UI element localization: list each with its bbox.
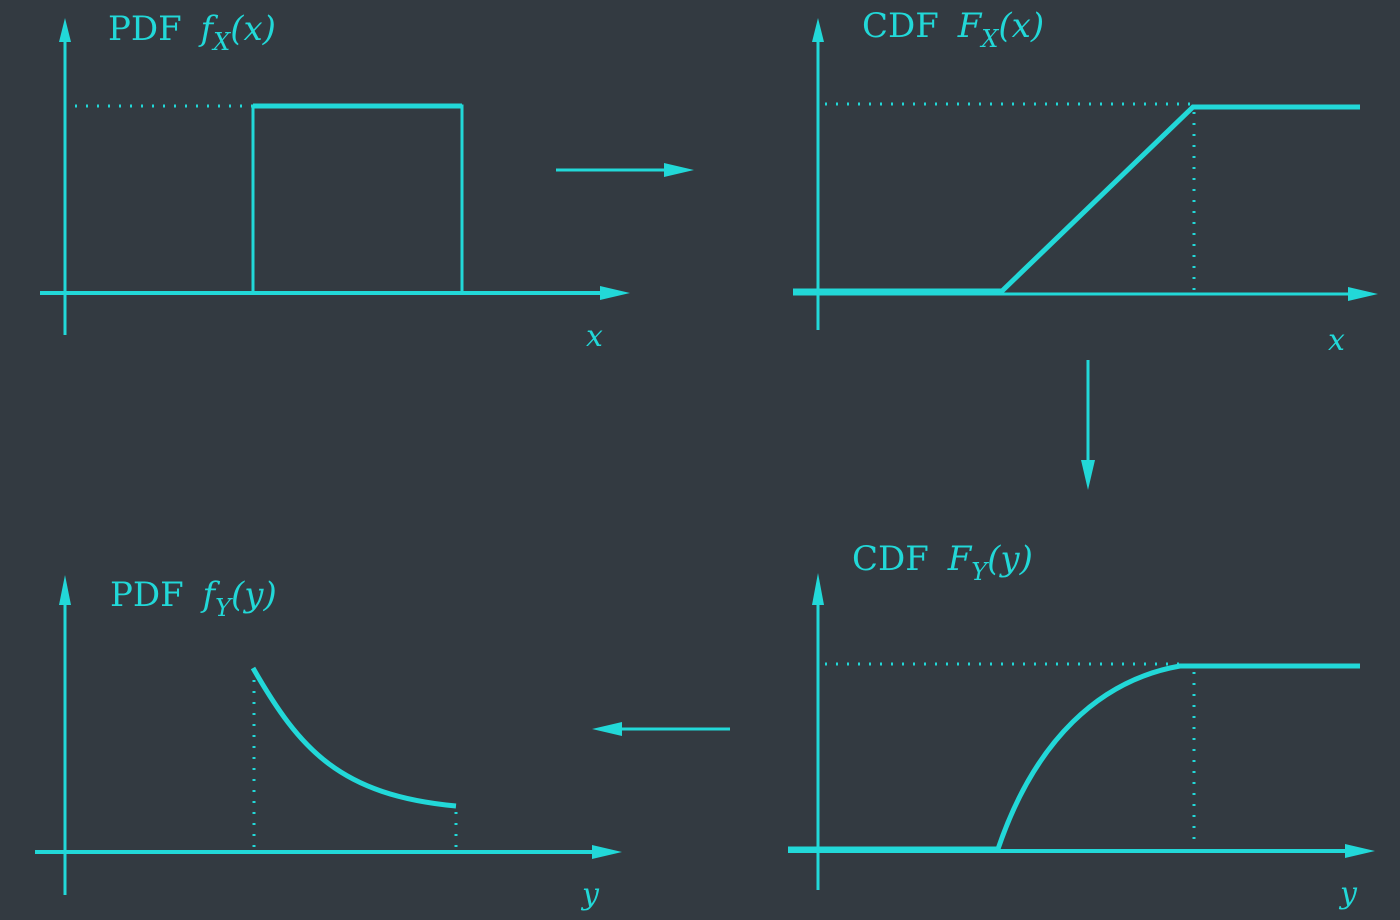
panel-title: CDF FY(y) [852, 539, 1033, 586]
panel-cdf-x: CDF FX(x) x [793, 6, 1378, 358]
flow-arrows [556, 163, 1095, 736]
panel-pdf-y: PDF fY(y) y [35, 575, 622, 912]
linear-cdf-curve [793, 104, 1360, 294]
y-axis [812, 18, 824, 330]
x-axis [35, 845, 622, 859]
x-axis-arrow [592, 845, 622, 859]
x-axis [40, 286, 630, 300]
x-axis-label: x [1328, 323, 1345, 358]
x-axis [793, 287, 1378, 301]
arrow-cdf-y-to-pdf-y [592, 722, 730, 736]
arrow-cdf-x-to-cdf-y [1081, 360, 1095, 490]
arrow-pdf-x-to-cdf-x [556, 163, 694, 177]
panel-title: CDF FX(x) [862, 6, 1044, 53]
x-axis-label: x [586, 319, 603, 354]
y-axis [812, 573, 824, 890]
y-axis-arrow [812, 573, 824, 605]
x-axis-label: y [580, 877, 600, 912]
panel-pdf-x: PDF fX(x) x [40, 9, 630, 354]
y-axis-arrow [59, 18, 71, 42]
concave-cdf-curve [788, 663, 1360, 852]
panel-title: PDF fY(y) [110, 575, 277, 622]
x-axis-arrow [600, 286, 630, 300]
x-axis-arrow [1348, 287, 1378, 301]
x-axis-arrow [1345, 844, 1375, 858]
y-axis-arrow [812, 18, 824, 42]
uniform-density-curve [251, 104, 464, 293]
y-axis-arrow [59, 575, 71, 605]
panel-cdf-y: CDF FY(y) y [788, 539, 1375, 911]
y-axis [59, 575, 71, 895]
panel-title: PDF fX(x) [108, 9, 276, 56]
decreasing-density-curve [250, 666, 457, 809]
x-axis-label: y [1338, 876, 1358, 911]
y-axis [59, 18, 71, 335]
